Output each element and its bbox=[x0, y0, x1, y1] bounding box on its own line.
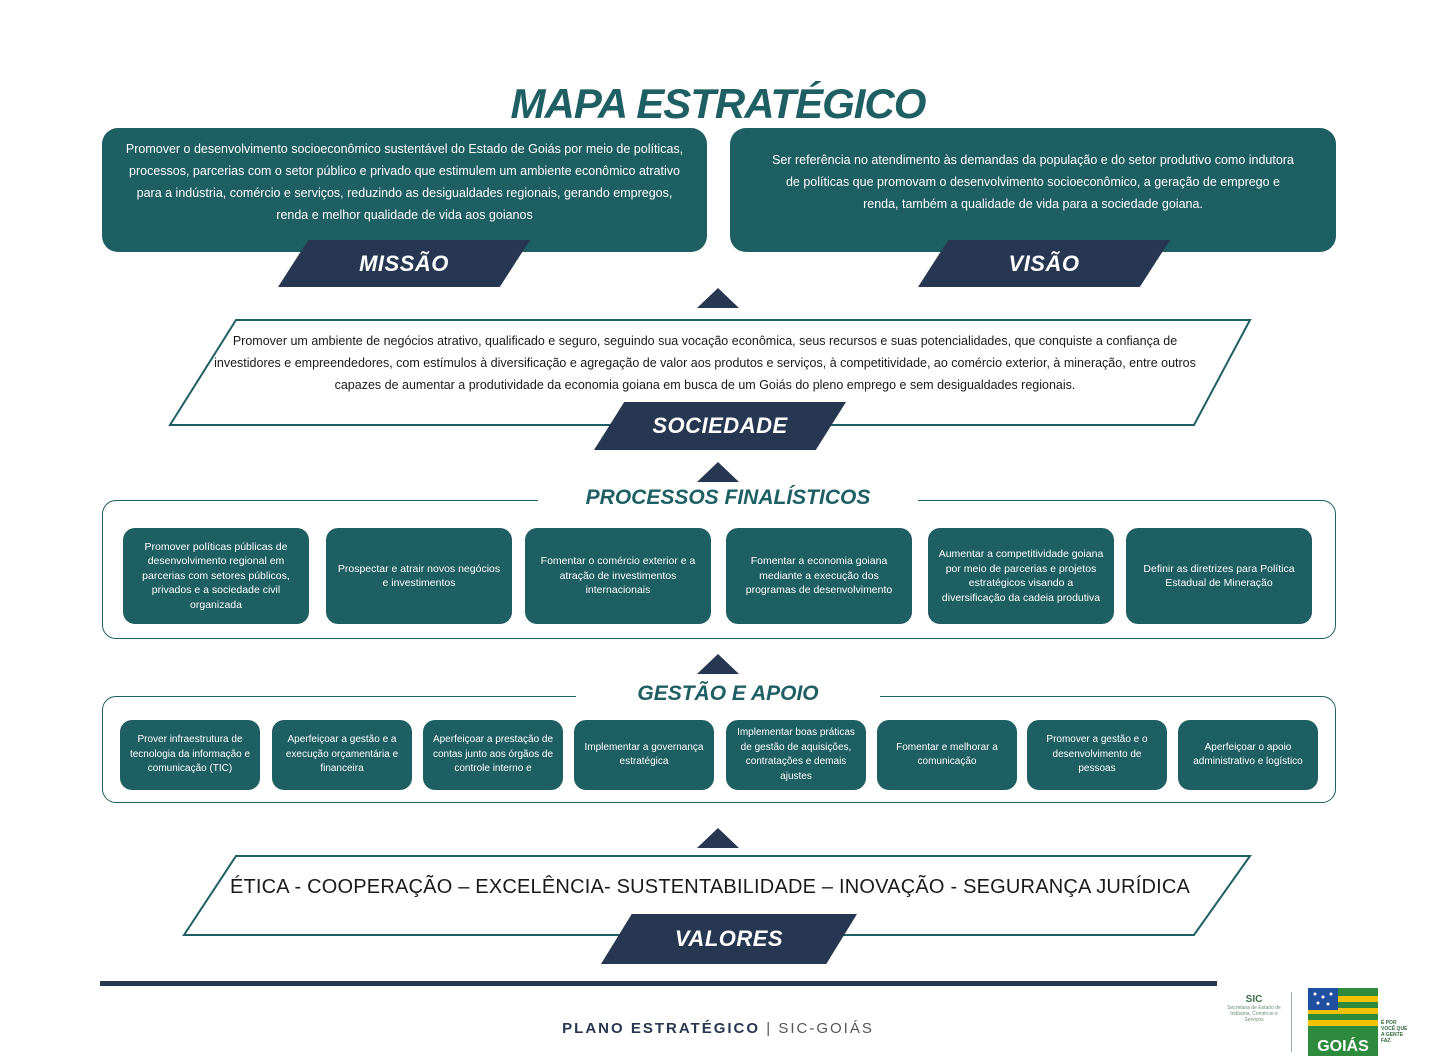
gestao-card-text: Aperfeiçoar a gestão e a execução orçame… bbox=[285, 734, 399, 775]
processo-card: Definir as diretrizes para Política Esta… bbox=[1126, 528, 1312, 624]
goias-flag-logo: GOIÁS bbox=[1306, 986, 1380, 1058]
gestao-card: Promover a gestão e o desenvolvimento de… bbox=[1027, 720, 1167, 790]
society-label-text: SOCIEDADE bbox=[652, 413, 788, 438]
values-label: VALORES bbox=[601, 914, 857, 964]
gestao-card-text: Aperfeiçoar o apoio administrativo e log… bbox=[1193, 741, 1303, 768]
processo-card-text: Definir as diretrizes para Política Esta… bbox=[1143, 562, 1295, 590]
values-text: ÉTICA - COOPERAÇÃO – EXCELÊNCIA- SUSTENT… bbox=[229, 876, 1191, 898]
vision-box: Ser referência no atendimento às demanda… bbox=[730, 128, 1336, 252]
mission-box: Promover o desenvolvimento socioeconômic… bbox=[102, 128, 707, 252]
processo-card-text: Promover políticas públicas de desenvolv… bbox=[142, 540, 290, 611]
gestao-card: Implementar boas práticas de gestão de a… bbox=[726, 720, 866, 790]
values-label-text: VALORES bbox=[674, 926, 784, 951]
mission-label-text: MISSÃO bbox=[359, 250, 449, 276]
goias-tagline: É POR VOCÊ QUE A GENTE FAZ bbox=[1381, 1020, 1408, 1044]
vision-text: Ser referência no atendimento às demanda… bbox=[772, 153, 1294, 211]
footer-caption-rest: SIC-GOIÁS bbox=[778, 1020, 874, 1037]
vision-label: VISÃO bbox=[918, 240, 1170, 287]
processo-card: Fomentar a economia goiana mediante a ex… bbox=[726, 528, 912, 624]
gestao-card-text: Implementar a governança estratégica bbox=[584, 741, 704, 768]
goias-flag-icon: GOIÁS bbox=[1308, 988, 1378, 1056]
processo-card-text: Fomentar o comércio exterior e a atração… bbox=[540, 555, 696, 597]
arrow-up-icon bbox=[697, 462, 739, 482]
gestao-card: Aperfeiçoar a prestação de contas junto … bbox=[423, 720, 563, 790]
processos-title: PROCESSOS FINALÍSTICOS bbox=[538, 486, 918, 510]
society-label: SOCIEDADE bbox=[594, 402, 846, 450]
processo-card-text: Aumentar a competitividade goiana por me… bbox=[938, 548, 1104, 604]
gestao-card-text: Promover a gestão e o desenvolvimento de… bbox=[1046, 734, 1148, 775]
sic-logo-title: SIC bbox=[1245, 994, 1263, 1005]
vision-label-text: VISÃO bbox=[1008, 250, 1080, 276]
gestao-card-text: Prover infraestrutura de tecnologia da i… bbox=[129, 734, 251, 775]
gestao-card: Prover infraestrutura de tecnologia da i… bbox=[120, 720, 260, 790]
arrow-up-icon bbox=[697, 654, 739, 674]
gestao-card-text: Implementar boas práticas de gestão de a… bbox=[737, 727, 855, 782]
mission-text: Promover o desenvolvimento socioeconômic… bbox=[125, 142, 684, 222]
logo-divider bbox=[1291, 992, 1292, 1052]
processo-card: Aumentar a competitividade goiana por me… bbox=[928, 528, 1114, 624]
gestao-card-text: Fomentar e melhorar a comunicação bbox=[896, 741, 998, 768]
footer-caption-bold: PLANO ESTRATÉGICO bbox=[562, 1020, 761, 1037]
arrow-up-icon bbox=[697, 828, 739, 848]
goias-logo-text: GOIÁS bbox=[1317, 1036, 1369, 1055]
gestao-card: Aperfeiçoar o apoio administrativo e log… bbox=[1178, 720, 1318, 790]
processo-card: Prospectar e atrair novos negócios e inv… bbox=[326, 528, 512, 624]
processo-card: Promover políticas públicas de desenvolv… bbox=[123, 528, 309, 624]
sic-logo-subtitle: Secretaria de Estado de Indústria, Comér… bbox=[1227, 1005, 1281, 1023]
page-title: MAPA ESTRATÉGICO bbox=[510, 80, 927, 127]
processo-card: Fomentar o comércio exterior e a atração… bbox=[525, 528, 711, 624]
processo-card-text: Prospectar e atrair novos negócios e inv… bbox=[337, 562, 501, 590]
gestao-card-text: Aperfeiçoar a prestação de contas junto … bbox=[432, 734, 554, 775]
gestao-card: Implementar a governança estratégica bbox=[574, 720, 714, 790]
footer-caption: PLANO ESTRATÉGICO | SIC-GOIÁS bbox=[0, 1020, 1436, 1037]
footer-separator: | bbox=[766, 1020, 773, 1037]
sic-logo: SIC Secretaria de Estado de Indústria, C… bbox=[1226, 994, 1282, 1054]
society-parallelogram bbox=[168, 319, 1252, 426]
gestao-card: Fomentar e melhorar a comunicação bbox=[877, 720, 1017, 790]
processo-card-text: Fomentar a economia goiana mediante a ex… bbox=[745, 555, 893, 597]
gestao-title: GESTÃO E APOIO bbox=[576, 682, 880, 706]
mission-label: MISSÃO bbox=[278, 240, 530, 287]
values-parallelogram bbox=[182, 855, 1252, 936]
footer-divider bbox=[100, 981, 1217, 986]
gestao-card: Aperfeiçoar a gestão e a execução orçame… bbox=[272, 720, 412, 790]
society-text: Promover um ambiente de negócios atrativ… bbox=[214, 334, 1196, 392]
arrow-up-icon bbox=[697, 288, 739, 308]
